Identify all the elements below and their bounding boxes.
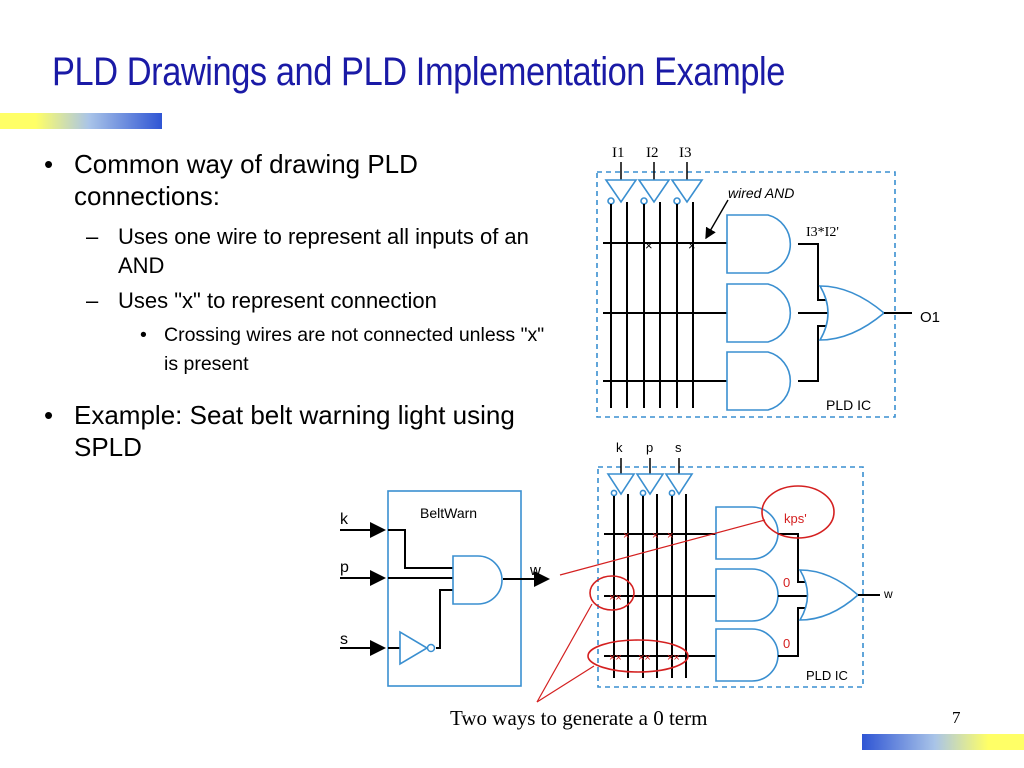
wired-and-label: wired AND bbox=[728, 185, 794, 201]
bottom-pld-term-zero-1: 0 bbox=[783, 575, 790, 590]
page-number: 7 bbox=[952, 708, 961, 727]
top-pld-or-gate bbox=[818, 285, 886, 341]
top-pld-input-i2: I2 bbox=[646, 145, 659, 161]
svg-text:××: ×× bbox=[667, 652, 680, 664]
beltwarn-inverter bbox=[399, 630, 429, 666]
title-accent-bar bbox=[0, 113, 162, 129]
bottom-pld-chip-label: PLD IC bbox=[806, 668, 848, 683]
bullet-drawing-connections: Common way of drawing PLD connections: bbox=[30, 148, 550, 212]
diagram-caption: Two ways to generate a 0 term bbox=[450, 706, 708, 730]
bottom-pld-input-k: k bbox=[616, 440, 623, 455]
beltwarn-input-s: s bbox=[340, 631, 348, 648]
bottom-pld-input-s: s bbox=[675, 440, 682, 455]
svg-text:×: × bbox=[623, 530, 629, 542]
svg-text:×: × bbox=[645, 238, 653, 253]
svg-text:×: × bbox=[667, 530, 673, 542]
beltwarn-block: BeltWarn k p s w bbox=[340, 490, 550, 687]
beltwarn-and-gate bbox=[452, 555, 503, 605]
svg-text:××: ×× bbox=[609, 652, 622, 664]
sub-bullet-x-connection: Uses "x" to represent connection bbox=[30, 286, 550, 315]
beltwarn-input-k: k bbox=[340, 511, 349, 528]
top-pld-input-i1: I1 bbox=[612, 145, 625, 161]
bullet-example: Example: Seat belt warning light using S… bbox=[30, 399, 550, 463]
bottom-pld: k p s bbox=[536, 440, 893, 703]
top-pld-chip-outline bbox=[596, 171, 896, 418]
beltwarn-output-w: w bbox=[529, 562, 541, 579]
top-pld-input-buffers bbox=[604, 179, 704, 205]
top-pld: I1 I2 I3 bbox=[596, 145, 940, 418]
sub-bullet-one-wire: Uses one wire to represent all inputs of… bbox=[30, 222, 550, 280]
bottom-pld-chip-outline bbox=[597, 466, 864, 688]
bottom-pld-term-zero-2: 0 bbox=[783, 636, 790, 651]
top-pld-input-i3: I3 bbox=[679, 145, 692, 161]
beltwarn-label: BeltWarn bbox=[420, 505, 477, 521]
sub-sub-bullet-crossing-wires: Crossing wires are not connected unless … bbox=[30, 321, 550, 379]
bottom-accent-bar bbox=[862, 734, 1024, 750]
bullet-list: Common way of drawing PLD connections: U… bbox=[30, 148, 550, 473]
bottom-pld-term-kps: kps' bbox=[784, 511, 807, 526]
bottom-pld-and-gates bbox=[715, 506, 779, 682]
svg-text:×: × bbox=[652, 530, 658, 542]
svg-text:×: × bbox=[688, 238, 696, 253]
top-pld-term-label: I3*I2' bbox=[806, 225, 839, 240]
bottom-pld-output-label: w bbox=[883, 587, 893, 601]
top-pld-and-gates bbox=[726, 214, 792, 411]
top-pld-output-label: O1 bbox=[920, 309, 940, 326]
slide-title: PLD Drawings and PLD Implementation Exam… bbox=[52, 50, 785, 94]
bottom-pld-or-gate bbox=[798, 569, 860, 621]
svg-text:××: ×× bbox=[638, 652, 651, 664]
bottom-pld-input-p: p bbox=[646, 440, 653, 455]
top-pld-chip-label: PLD IC bbox=[826, 397, 871, 413]
bottom-pld-input-buffers bbox=[606, 473, 694, 497]
svg-text:××: ×× bbox=[609, 592, 622, 604]
beltwarn-input-p: p bbox=[340, 559, 349, 576]
